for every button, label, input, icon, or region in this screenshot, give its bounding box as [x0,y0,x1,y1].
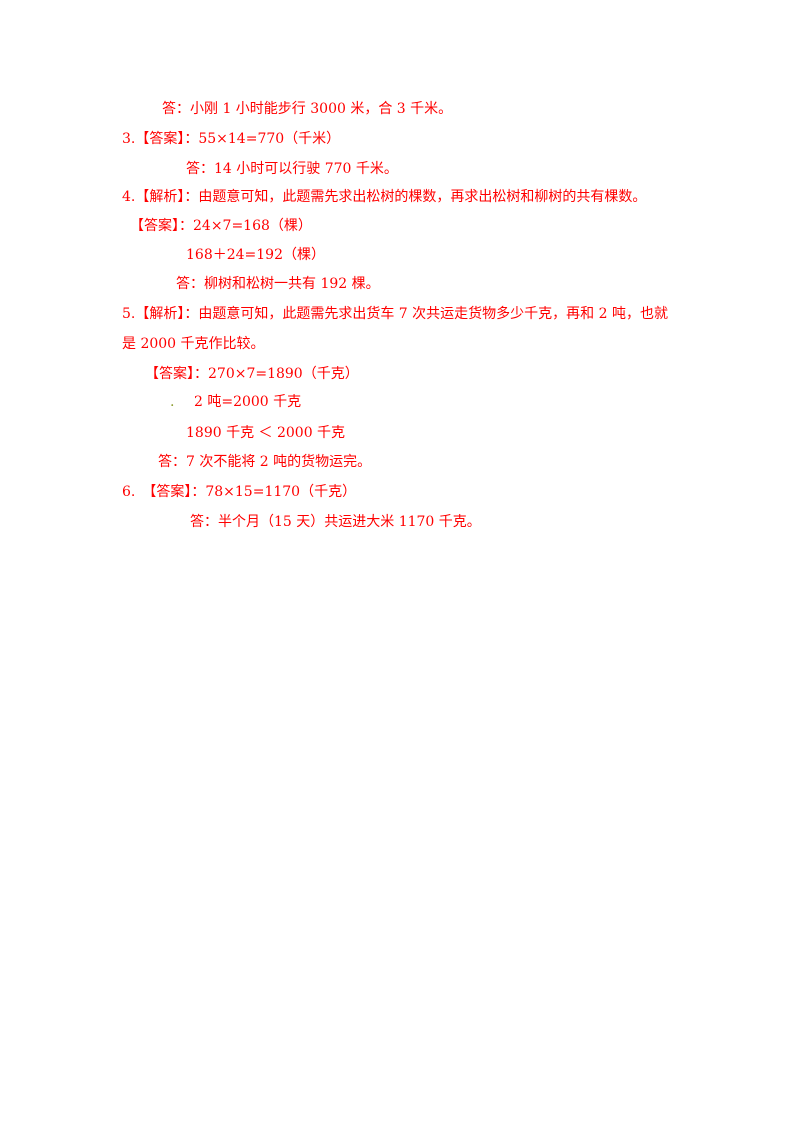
answer-line-5: 【答案】：24×7=168（棵） [130,218,312,234]
answer-line-2: 3.【答案】：55×14=770（千米） [122,131,341,147]
answer-line-7: 答：柳树和松树一共有 192 棵。 [176,276,380,292]
analysis-line-4: 4.【解析】：由题意可知，此题需先求出松树的棵数，再求出松树和柳树的共有棵数。 [122,189,647,205]
analysis-line-9: 是 2000 千克作比较。 [122,336,265,352]
answer-line-6: 168＋24=192（棵） [186,247,325,263]
answer-line-3: 答：14 小时可以行驶 770 千米。 [186,161,398,177]
analysis-line-8: 5.【解析】：由题意可知，此题需先求出货车 7 次共运走货物多少千克，再和 2 … [122,306,668,322]
answer-line-1: 答：小刚 1 小时能步行 3000 米，合 3 千米。 [162,101,453,117]
answer-line-14: 6. 【答案】：78×15=1170（千克） [122,484,357,500]
answer-line-11: 2 吨=2000 千克 [194,394,302,410]
stray-dot-mark: . [170,394,175,410]
answer-line-15: 答：半个月（15 天）共运进大米 1170 千克。 [190,514,481,530]
answer-line-10: 【答案】：270×7=1890（千克） [145,366,359,382]
answer-line-12: 1890 千克 ＜ 2000 千克 [186,425,346,441]
answer-line-13: 答：7 次不能将 2 吨的货物运完。 [158,454,372,470]
